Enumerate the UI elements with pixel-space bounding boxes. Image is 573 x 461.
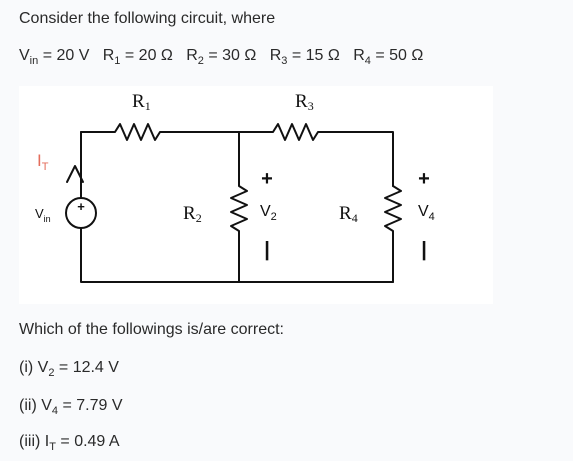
question-text: Which of the followings is/are correct: (19, 321, 284, 338)
option-3: (iii) IT = 0.49 A (19, 433, 120, 453)
option-1: (i) V2 = 12.4 V (19, 359, 119, 379)
v2-minus-sign: | (264, 239, 270, 261)
v2-label: V2 (260, 203, 277, 223)
r4-branch (384, 185, 402, 283)
v4-minus-sign: | (421, 239, 427, 261)
v2-plus-sign: + (261, 168, 273, 190)
param-r3: R3 = 15 Ω (269, 47, 340, 67)
v4-label: V4 (418, 203, 435, 223)
vin-label: Vin (35, 206, 51, 224)
param-vin: Vin = 20 V (19, 47, 90, 67)
r2-branch (230, 131, 248, 283)
parameter-list: Vin = 20 V R1 = 20 Ω R2 = 30 Ω R3 = 15 Ω… (19, 47, 423, 67)
circuit-background (19, 86, 493, 304)
top-wire (80, 123, 394, 187)
it-label: IT (37, 151, 49, 173)
param-r4: R4 = 50 Ω (353, 47, 424, 67)
param-r2: R2 = 30 Ω (186, 47, 257, 67)
source-plus-sign: + (77, 199, 85, 214)
r1-label: R1 (132, 91, 151, 113)
option-2: (ii) V4 = 7.79 V (19, 397, 123, 417)
r2-label: R2 (183, 203, 202, 225)
v4-plus-sign: + (418, 168, 430, 190)
voltage-source-icon (65, 197, 97, 229)
param-r1: R1 = 20 Ω (102, 47, 173, 67)
r4-label: R4 (339, 203, 358, 225)
intro-text: Consider the following circuit, where (19, 10, 276, 27)
circuit-diagram: R1 R3 R2 R4 IT Vin + + V2 | + V4 | (19, 86, 493, 304)
current-arrow-icon (66, 165, 84, 183)
left-wire (80, 131, 394, 283)
r3-label: R3 (295, 91, 314, 113)
